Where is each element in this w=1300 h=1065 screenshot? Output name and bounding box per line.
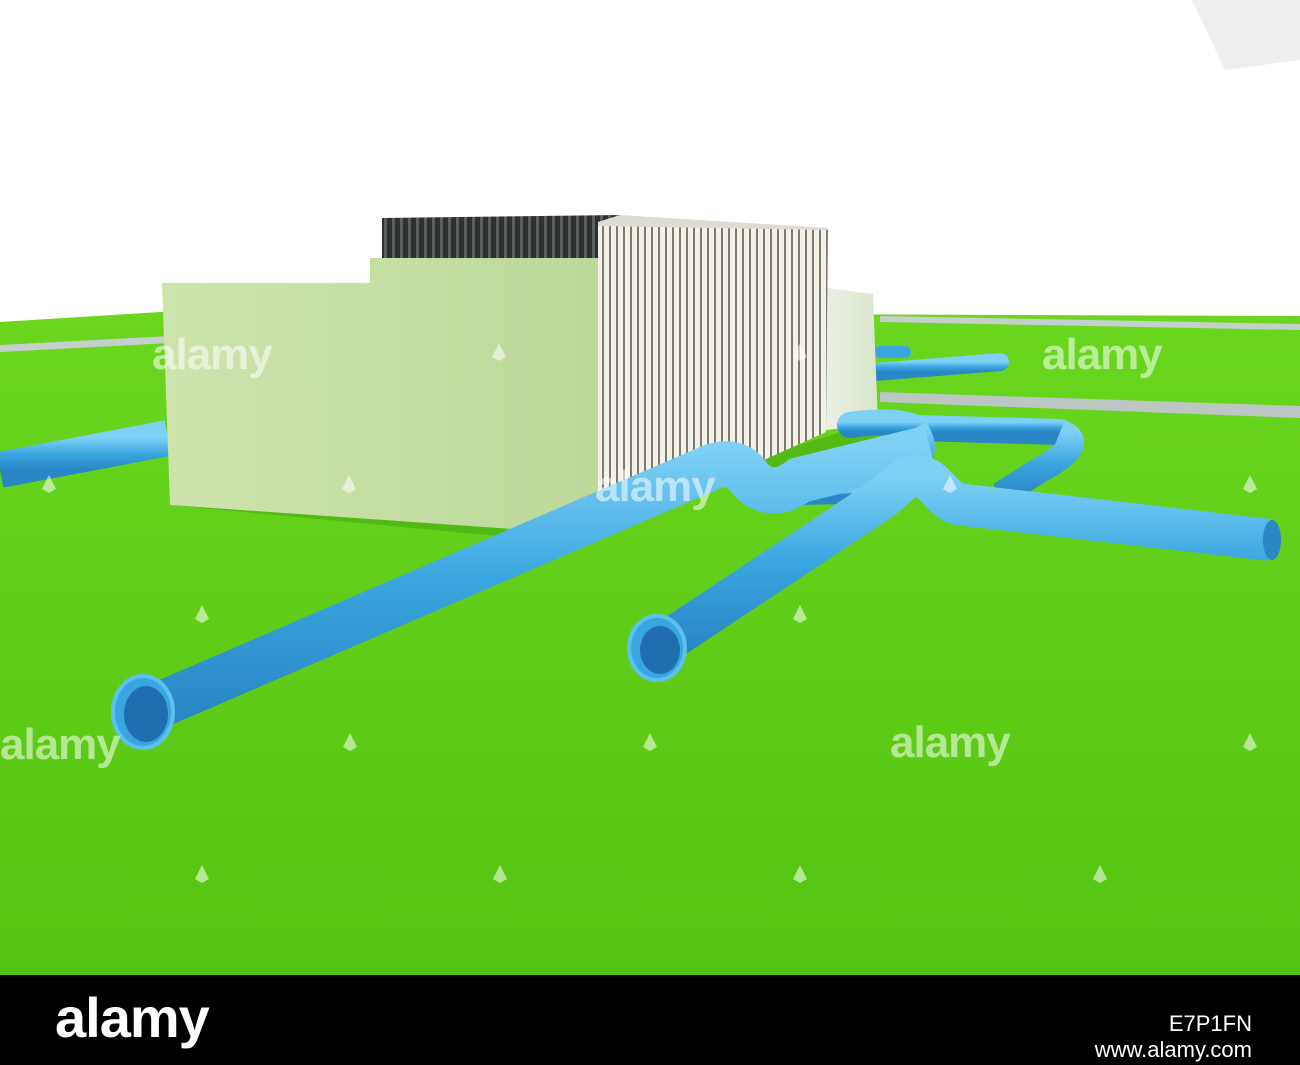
back-pipe-right-bend	[993, 419, 1084, 507]
left-pipe	[0, 420, 172, 488]
building-top-edge	[598, 215, 828, 230]
main-pipe-center	[645, 455, 1273, 666]
road-left	[0, 336, 170, 352]
road-right	[880, 392, 1300, 418]
far-pipe	[866, 353, 1009, 381]
building-extension	[826, 288, 878, 430]
back-pipe	[837, 409, 1073, 445]
footer-bar: alamy E7P1FN www.alamy.com	[0, 975, 1300, 1065]
pipe-opening-right	[1263, 520, 1281, 560]
top-right-panel	[1192, 0, 1300, 70]
main-pipe-front	[133, 425, 936, 734]
roof-fins	[382, 215, 620, 258]
building-louvre-side	[598, 222, 828, 535]
footer-url: www.alamy.com	[1094, 1037, 1252, 1062]
building-front	[162, 258, 598, 535]
road-back	[880, 316, 1300, 330]
render-scene	[0, 0, 1300, 975]
footer-image-id: E7P1FN	[1168, 1011, 1252, 1036]
pipe-opening-left-inner	[124, 686, 168, 742]
pipe-opening-center-inner	[640, 626, 680, 674]
footer-logo: alamy	[55, 986, 210, 1049]
